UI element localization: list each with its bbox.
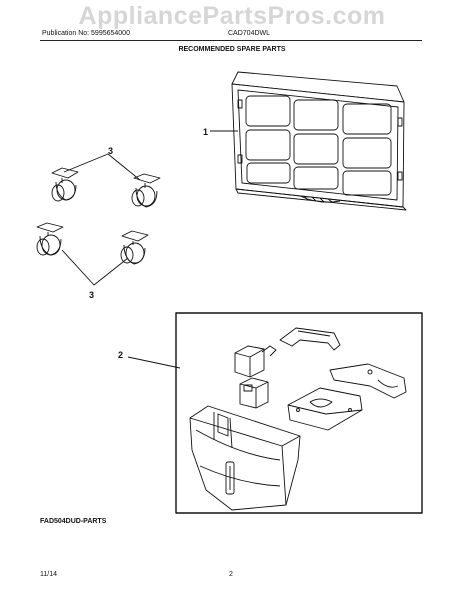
header-rule <box>40 40 422 41</box>
page-number: 2 <box>229 571 233 578</box>
callout-2: 2 <box>118 350 124 360</box>
callout-3-top: 3 <box>108 146 114 156</box>
callout-3-bottom: 3 <box>89 290 95 300</box>
callout-leader-3-bottom <box>61 249 129 286</box>
kit-label: FAD504DUD-PARTS <box>40 518 107 525</box>
page-title: RECOMMENDED SPARE PARTS <box>178 46 286 53</box>
watermark: AppliancePartsPros.com <box>78 2 386 30</box>
callout-leader-3-top <box>63 153 141 181</box>
callout-1: 1 <box>203 127 209 137</box>
publication-number: Publication No: 5995654000 <box>42 30 130 37</box>
air-filter-drawing <box>231 71 407 211</box>
caster-wheels-drawing <box>36 167 161 265</box>
model-number: CAD704DWL <box>228 30 271 37</box>
callout-leader-2 <box>127 356 181 369</box>
kit-frame <box>175 312 423 514</box>
kit-parts-drawing <box>189 327 407 511</box>
footer-date: 11/14 <box>40 571 57 578</box>
